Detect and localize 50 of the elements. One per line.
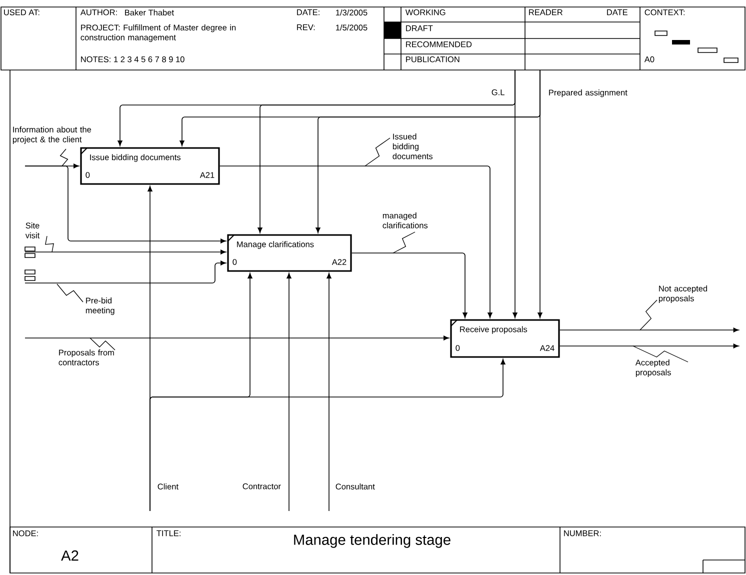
edge-label: Issued bidding documents [364,133,433,166]
edge-label: Contractor [242,483,281,490]
arrow [24,166,226,244]
arrow [559,328,739,332]
header-text: TITLE: [156,530,180,536]
header-text: WORKING [405,9,446,16]
arrow [326,272,332,512]
header-text: DATE [607,9,628,16]
arrow [150,358,506,512]
header-text: REV: [297,24,315,30]
header-text: DRAFT [406,25,433,32]
header-text: DATE: [297,9,320,16]
arrow [24,250,226,254]
arrow [538,70,542,318]
edge-label: Client [158,483,178,490]
arrow [512,70,518,318]
edge-label: Site visit [25,222,54,252]
edge-label: Accepted proposals [632,346,688,377]
header-text: PUBLICATION [406,56,460,62]
arrow [351,252,468,318]
edge-label: Proposals from contractors [58,338,116,366]
header-text: AUTHOR: [80,9,117,16]
arrow [286,272,292,512]
arrow [24,260,226,284]
header-text: PROJECT: Fulfillment of Master degree in construction management [80,24,236,42]
arrow [559,344,739,348]
header-text: NODE: [13,530,38,536]
header-text: RECOMMENDED [406,41,472,48]
header-text: NOTES: 1 2 3 4 5 6 7 8 9 10 [81,56,184,62]
arrow [24,336,450,340]
header-text: USED AT: [4,9,40,16]
edge-label: Consultant [336,483,375,490]
diagram-title: Manage tendering stage [294,534,450,548]
edge-label: Pre-bid meeting [56,284,114,315]
edge-label: Not accepted proposals [640,285,708,330]
edge-label: Prepared assignment [549,89,628,98]
header-text: 1/5/2005 [336,24,368,30]
node-number: A2 [61,550,78,561]
header-text: A0 [644,56,654,62]
edge-label: managed clarifications [382,212,428,254]
header-text: READER [529,9,562,16]
edge-label: G.L [492,89,504,96]
header-text: 1/3/2005 [336,9,368,16]
process-box: Manage clarifications 0 A22 [227,234,352,272]
header-text: Baker Thabet [125,9,174,16]
header-text: CONTEXT: [644,9,685,16]
process-box: Receive proposals 0 A24 [450,319,560,358]
process-box: Issue bidding documents 0 A21 [80,147,220,185]
header-text: NUMBER: [564,530,601,536]
arrow [219,166,492,318]
